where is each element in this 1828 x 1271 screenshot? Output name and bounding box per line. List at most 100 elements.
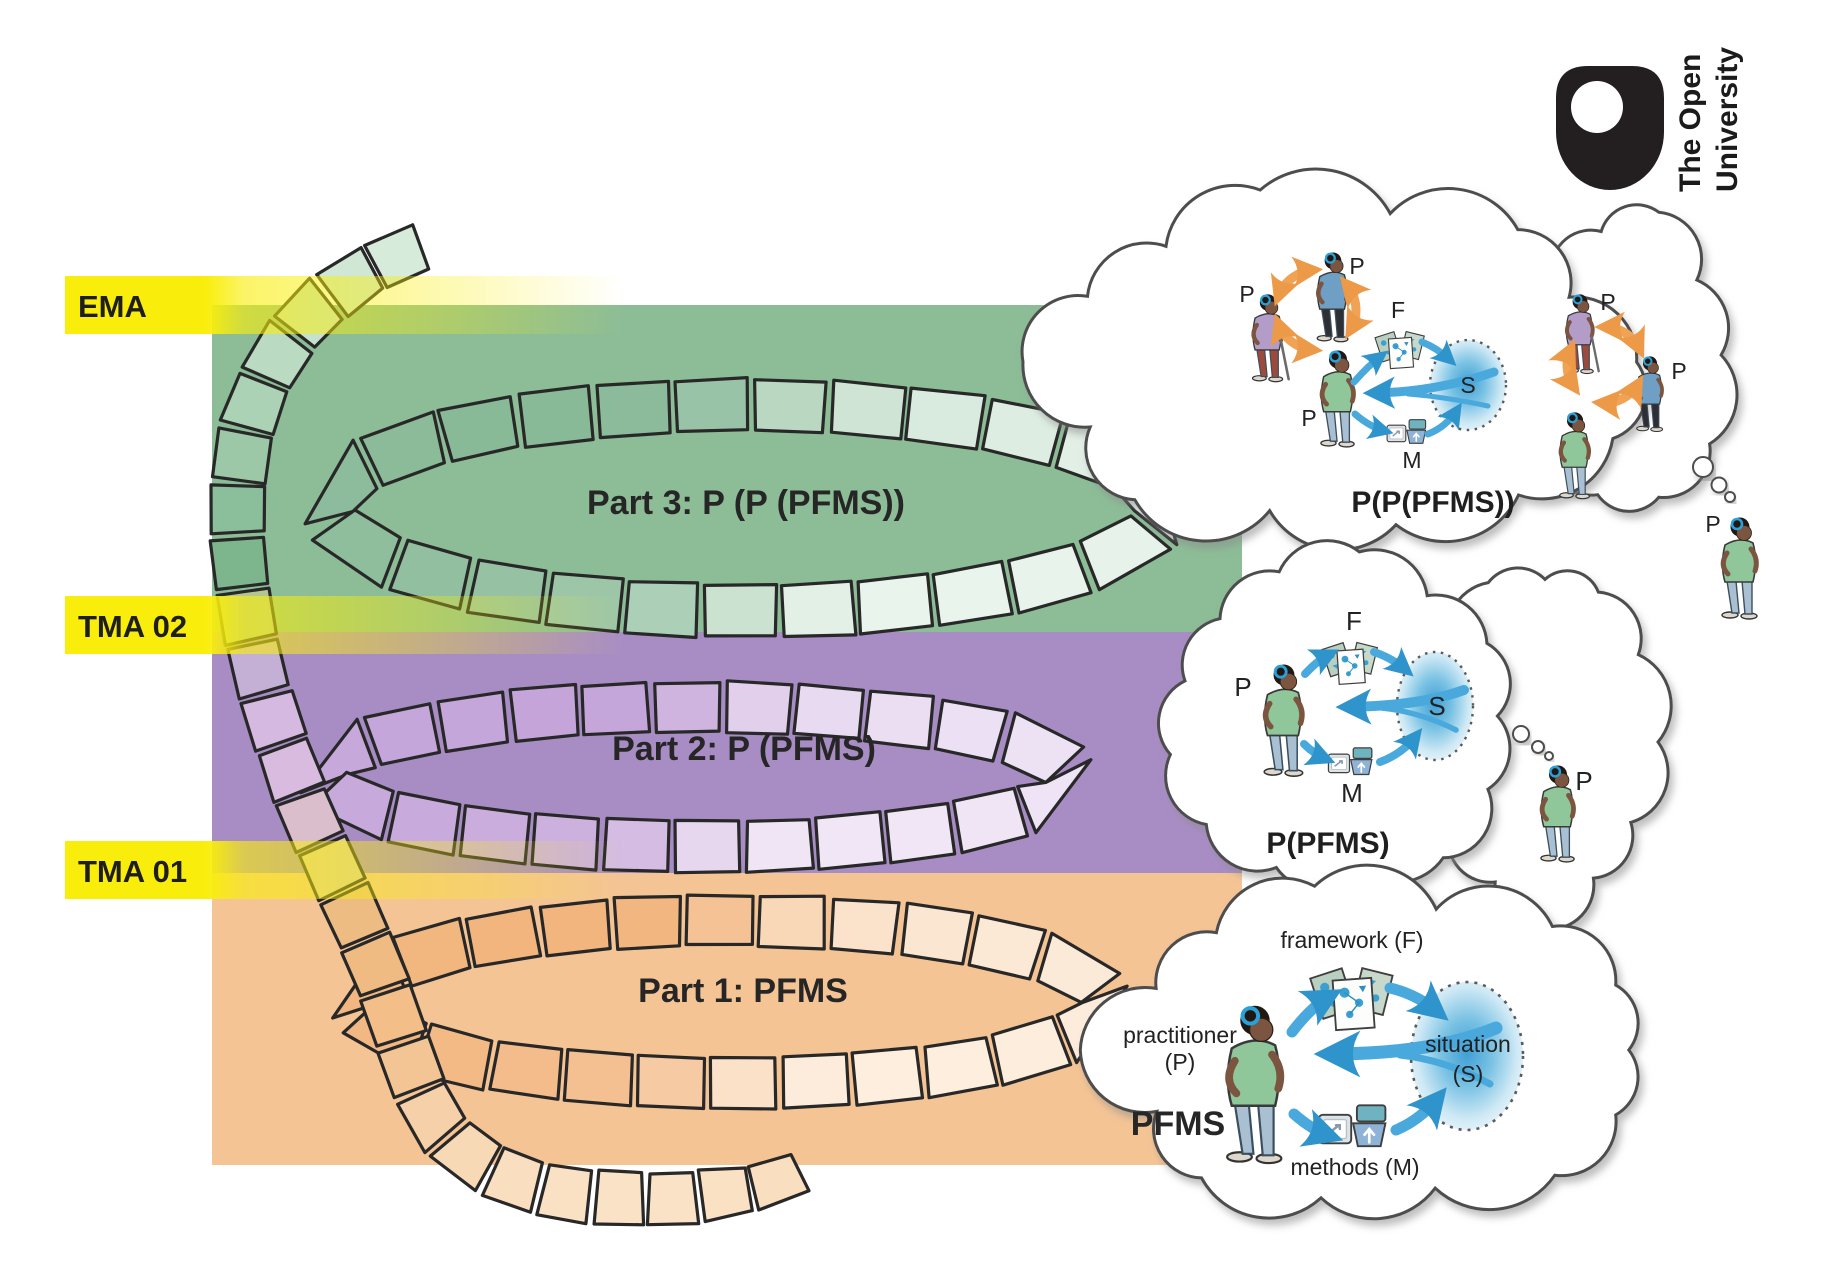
framework-letter-middle: F bbox=[1346, 606, 1362, 636]
blue-arrow bbox=[1351, 410, 1394, 439]
spiral-segment bbox=[829, 378, 908, 441]
spiral-segment bbox=[612, 894, 682, 951]
thought-bubble bbox=[1512, 725, 1530, 743]
spiral-segment bbox=[931, 559, 1014, 627]
blue-arrow bbox=[1301, 649, 1340, 678]
blue-swirl-icon bbox=[1273, 664, 1288, 679]
person-figure bbox=[1262, 664, 1305, 777]
spiral-segment bbox=[508, 682, 580, 743]
blue-arrow bbox=[1362, 367, 1499, 409]
orange-exchange-arrow bbox=[1270, 313, 1324, 364]
spiral-segment bbox=[257, 736, 327, 804]
methods-icon bbox=[1327, 747, 1373, 776]
person-figure bbox=[1720, 517, 1759, 620]
blue-arrow bbox=[1390, 1087, 1447, 1136]
spiral-segment bbox=[708, 1055, 778, 1111]
spiral-segment bbox=[538, 898, 612, 958]
spiral-segment bbox=[595, 379, 672, 440]
thought-bubble bbox=[1531, 740, 1545, 754]
blue-arrow bbox=[1350, 350, 1388, 386]
milestone-bar-ema bbox=[65, 276, 625, 334]
situation-label-line1: situation bbox=[1425, 1031, 1511, 1057]
spiral-segment bbox=[623, 580, 700, 640]
part3-label: Part 3: P (P (PFMS)) bbox=[587, 484, 905, 522]
spiral-segment bbox=[744, 818, 815, 874]
blue-arrow bbox=[1424, 402, 1462, 438]
spiral-segment bbox=[829, 897, 901, 956]
practitioner-letter-middle: P bbox=[1234, 672, 1251, 702]
blue-swirl-icon bbox=[1643, 356, 1653, 366]
spiral-segment bbox=[792, 682, 865, 740]
spiral-segment bbox=[210, 426, 273, 486]
practitioner-letter-a2: P bbox=[1600, 289, 1615, 315]
ou-shield-circle bbox=[1571, 81, 1623, 133]
spiral-segment bbox=[933, 698, 1009, 763]
spiral-segment bbox=[756, 894, 826, 951]
spiral-segment bbox=[1000, 711, 1086, 785]
blue-arrow bbox=[1418, 338, 1457, 366]
spiral-segment bbox=[310, 508, 402, 589]
spiral-segment bbox=[208, 535, 270, 592]
spiral-segment bbox=[359, 410, 446, 487]
spiral-segment bbox=[746, 1153, 811, 1212]
blue-arrow bbox=[1370, 646, 1414, 677]
spiral-segment bbox=[673, 376, 750, 434]
practitioner-label-line1: practitioner bbox=[1123, 1022, 1237, 1048]
framework-label: framework (F) bbox=[1280, 927, 1423, 953]
practitioner-letter-b: P bbox=[1349, 253, 1364, 279]
blue-arrow bbox=[1384, 980, 1449, 1021]
spiral-segment bbox=[396, 1081, 467, 1155]
methods-letter-top: M bbox=[1402, 447, 1421, 473]
blue-swirl-icon bbox=[1730, 517, 1744, 531]
framework-letter-top: F bbox=[1391, 297, 1405, 323]
bottom-cloud-title: PFMS bbox=[1131, 1105, 1225, 1143]
blue-swirl-icon bbox=[1260, 294, 1271, 306]
spiral-segment bbox=[696, 1166, 754, 1224]
blue-arrow bbox=[1376, 728, 1423, 766]
spiral-segment bbox=[362, 702, 442, 766]
spiral-segment bbox=[340, 930, 411, 998]
situation-label-line2: (S) bbox=[1453, 1061, 1484, 1087]
spiral-segment bbox=[884, 801, 957, 865]
middle-cloud-title: P(PFMS) bbox=[1266, 827, 1389, 860]
spiral-segment bbox=[388, 538, 473, 611]
methods-letter-middle: M bbox=[1341, 778, 1363, 808]
spiral-segment bbox=[303, 438, 379, 526]
spiral-segment bbox=[562, 1048, 634, 1108]
spiral-segment bbox=[480, 1146, 544, 1214]
blue-swirl-icon bbox=[1324, 252, 1336, 264]
practitioner-letter-outside-middle: P bbox=[1575, 766, 1592, 796]
thought-bubble bbox=[1692, 456, 1714, 478]
milestone-label-ema: EMA bbox=[78, 289, 147, 324]
logo-text-line2: University bbox=[1711, 47, 1744, 192]
orange-exchange-arrow bbox=[1548, 339, 1581, 396]
situation-letter-top: S bbox=[1460, 372, 1475, 398]
spiral-segment bbox=[592, 1168, 646, 1227]
blue-arrow bbox=[1313, 1021, 1503, 1078]
blue-arrow bbox=[1396, 1051, 1494, 1088]
spiral-segment bbox=[428, 1121, 503, 1193]
spiral-segment bbox=[781, 1052, 851, 1110]
spiral-segment bbox=[900, 901, 974, 966]
practitioner-letter-a: P bbox=[1239, 281, 1254, 307]
spiral-segment bbox=[209, 483, 267, 536]
spiral-segment bbox=[1007, 542, 1093, 615]
spiral-segment bbox=[218, 371, 289, 437]
person-figure bbox=[1319, 350, 1356, 448]
person-figure bbox=[1316, 252, 1350, 343]
spiral-segment bbox=[753, 378, 828, 435]
spiral-segment bbox=[580, 680, 652, 737]
spiral-segment bbox=[684, 893, 755, 947]
practitioner-letter-c: P bbox=[1301, 405, 1316, 431]
logo-text-line1: The Open bbox=[1674, 54, 1707, 192]
practitioner-letter-b2: P bbox=[1671, 358, 1686, 384]
part1-label: Part 1: PFMS bbox=[638, 972, 848, 1010]
milestone-label-tma02: TMA 02 bbox=[78, 609, 187, 644]
spiral-segment bbox=[850, 1045, 925, 1107]
person-figure bbox=[1558, 412, 1591, 500]
spiral-segment bbox=[1036, 931, 1122, 1004]
spiral-segment bbox=[779, 579, 858, 639]
spiral-segment bbox=[359, 983, 428, 1048]
spiral-segment bbox=[1078, 514, 1173, 592]
